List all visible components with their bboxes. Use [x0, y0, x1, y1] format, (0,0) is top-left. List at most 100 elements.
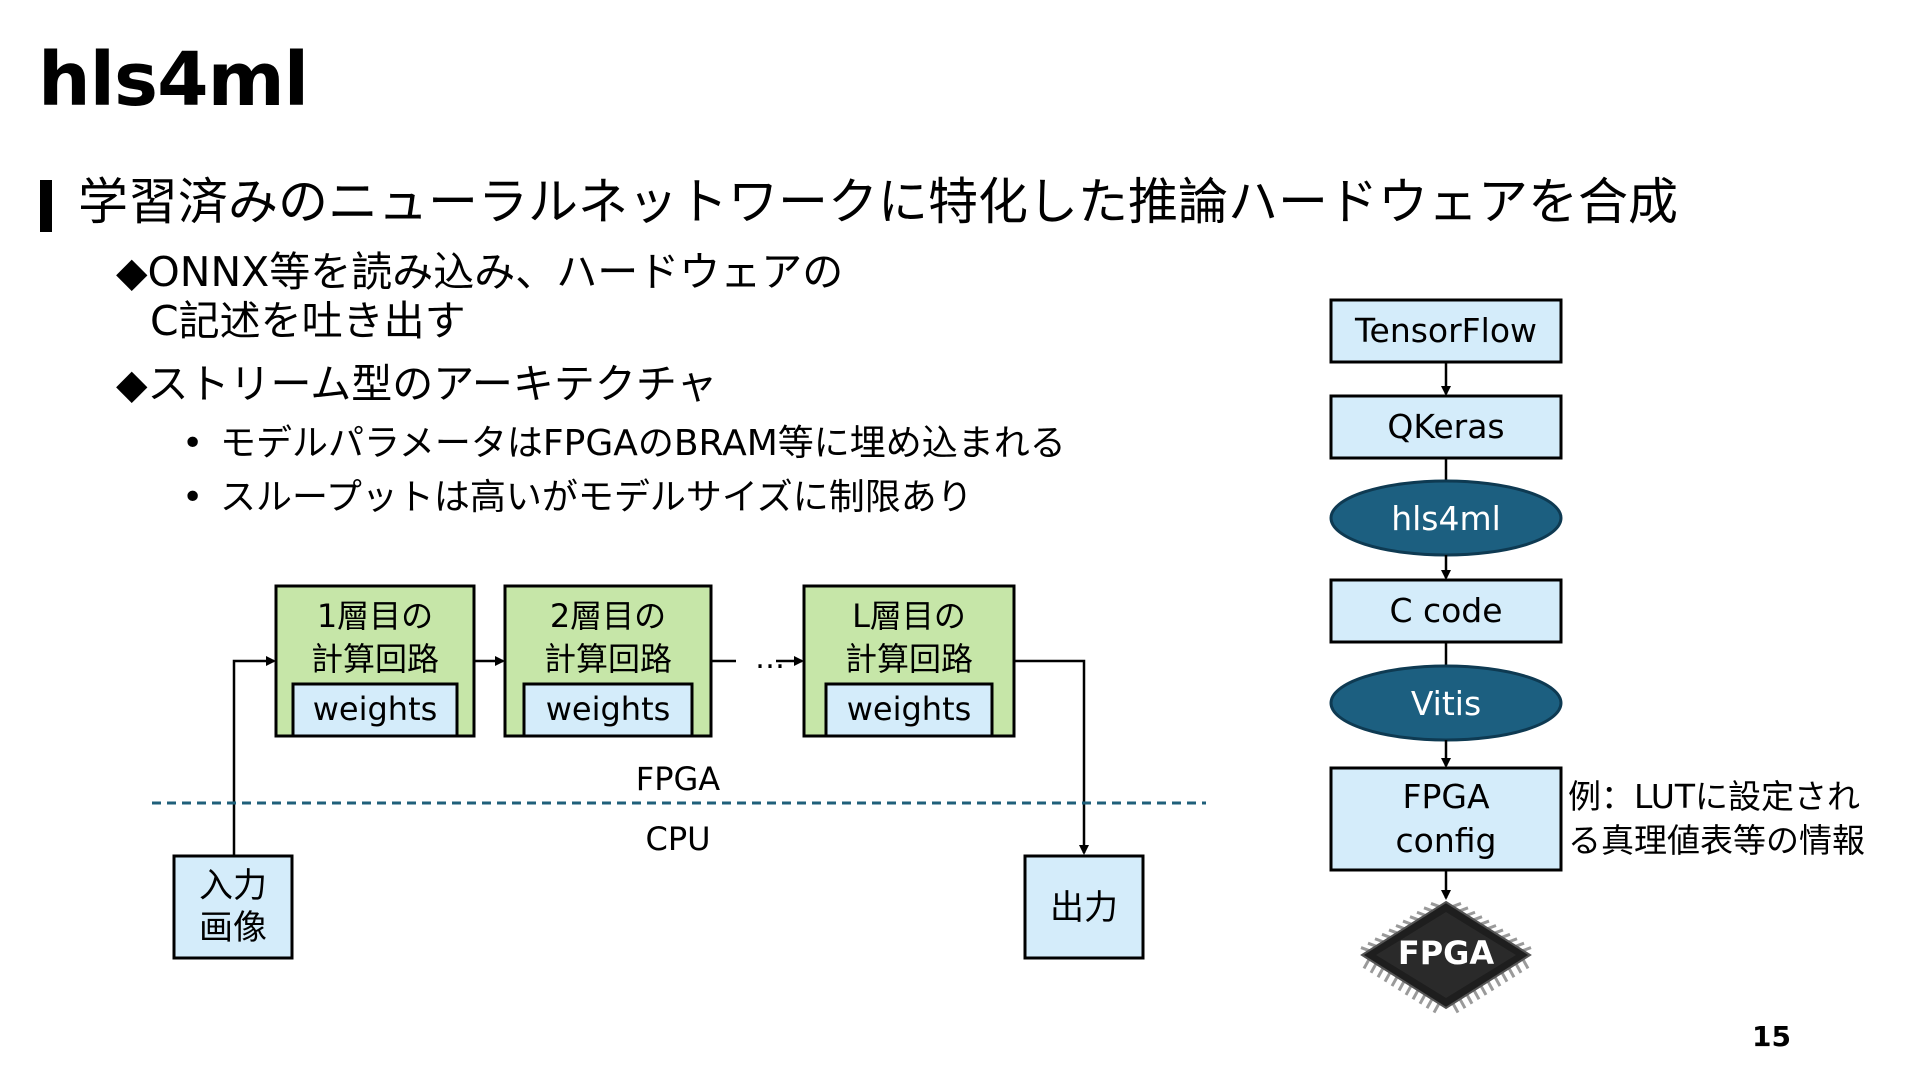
pipeline-diagram: 1層目の 計算回路 weights 2層目の 計算回路 weights L層目の…: [152, 584, 1206, 960]
chip-pin: [1507, 967, 1516, 978]
sub-bullet-bram: • モデルパラメータはFPGAのBRAM等に埋め込まれる: [182, 422, 1066, 465]
chip-pin: [1397, 980, 1406, 992]
chip-pin: [1521, 958, 1530, 970]
page-number: 15: [1752, 1020, 1791, 1053]
chip-pin: [1501, 932, 1511, 939]
input-label-line1: 入力: [199, 866, 267, 906]
chip-pin: [1493, 976, 1502, 987]
chip-pin: [1409, 915, 1419, 922]
ccode-label: C code: [1389, 591, 1502, 630]
config-note-line2: る真理値表等の情報: [1568, 821, 1865, 860]
chip-pin: [1416, 910, 1426, 917]
chip-pin: [1402, 919, 1412, 926]
arrow-input-to-layer1: [232, 656, 276, 855]
chip-pin: [1466, 910, 1476, 917]
chip-pin: [1430, 902, 1440, 908]
cpu-region-label: CPU: [645, 820, 710, 858]
fpga-chip-label: FPGA: [1398, 934, 1495, 972]
bullet-text: ストリーム型のアーキテクチャ: [147, 360, 718, 408]
chip-pin: [1465, 994, 1474, 1005]
chip-pin: [1479, 985, 1488, 996]
toolflow-diagram: TensorFlow QKeras hls4ml C code Vitis FP…: [1329, 298, 1865, 1014]
dot-bullet-icon: •: [182, 477, 204, 518]
chip-pin: [1381, 932, 1391, 939]
slide-title: hls4ml: [38, 37, 309, 123]
layer-l-label-line2: 計算回路: [845, 640, 973, 678]
layer-1-block: 1層目の 計算回路 weights: [274, 584, 476, 738]
layer-2-label-line1: 2層目の: [550, 597, 666, 635]
layer-2-weights-label: weights: [546, 690, 671, 728]
layer-l-block: L層目の 計算回路 weights: [802, 584, 1016, 738]
fpga-region-label: FPGA: [636, 760, 721, 798]
chip-pin: [1494, 928, 1504, 935]
diamond-bullet-icon: ◆: [116, 360, 148, 408]
bullet-onnx: ◆ONNX等を読み込み、ハードウェアの C記述を吐き出す: [116, 248, 843, 346]
chip-pin: [1487, 924, 1497, 930]
chip-pin: [1390, 976, 1399, 987]
vitis-label: Vitis: [1411, 684, 1481, 723]
layer-1-label-line1: 1層目の: [317, 597, 433, 635]
config-note-line1: 例：LUTに設定され: [1568, 777, 1860, 816]
chip-pin: [1514, 963, 1523, 974]
qkeras-label: QKeras: [1387, 407, 1504, 446]
qkeras-box: [1329, 394, 1563, 460]
chip-pin: [1459, 906, 1469, 913]
dot-bullet-icon: •: [182, 423, 204, 464]
chip-pin: [1500, 971, 1509, 983]
chip-pin: [1367, 941, 1377, 948]
output-box: 出力: [1023, 854, 1145, 960]
chip-pin: [1508, 937, 1518, 944]
chip-pin: [1418, 994, 1427, 1005]
chip-pin: [1395, 924, 1405, 930]
slide-heading: 学習済みのニューラルネットワークに特化した推論ハードウェアを合成: [78, 173, 1678, 231]
layer-1-label-line2: 計算回路: [311, 640, 439, 678]
fpga-chip-icon: FPGA: [1360, 900, 1532, 1014]
chip-pin: [1383, 971, 1392, 983]
chip-pin: [1472, 989, 1481, 1001]
layer-2-block: 2層目の 計算回路 weights: [503, 584, 713, 738]
bullet-text-continued: C記述を吐き出す: [150, 297, 466, 346]
sub-bullet-text: モデルパラメータはFPGAのBRAM等に埋め込まれる: [220, 423, 1066, 464]
bullet-text: ONNX等を読み込み、ハードウェアの: [147, 248, 844, 296]
fpga-config-box: [1329, 766, 1563, 872]
bullet-stream: ◆ストリーム型のアーキテクチャ: [116, 360, 717, 409]
arrow-layerL-to-output: [1014, 659, 1089, 855]
hls4ml-label: hls4ml: [1391, 499, 1501, 538]
ellipsis-label: …: [755, 641, 785, 676]
sub-bullet-text: スループットは高いがモデルサイズに制限あり: [220, 477, 973, 518]
heading-bar: [40, 180, 52, 232]
chip-pin: [1480, 919, 1490, 926]
ccode-box: [1329, 578, 1563, 644]
chip-pin: [1473, 915, 1483, 922]
chip-pin: [1388, 928, 1398, 935]
chip-pin: [1452, 902, 1462, 908]
chip-pin: [1486, 980, 1495, 992]
chip-pin: [1374, 937, 1384, 944]
layer-1-weights-box: [291, 682, 459, 738]
chip-pin: [1423, 906, 1433, 913]
chip-pin: [1425, 998, 1434, 1009]
chip-pin: [1411, 989, 1420, 1001]
fpga-config-label-line1: FPGA: [1402, 777, 1489, 816]
layer-l-weights-label: weights: [847, 690, 972, 728]
tensorflow-label: TensorFlow: [1354, 311, 1537, 350]
chip-pin: [1360, 946, 1370, 952]
fpga-config-label-line2: config: [1396, 821, 1497, 860]
input-image-box: 入力 画像: [172, 854, 294, 960]
chip-pin: [1515, 941, 1525, 948]
layer-2-weights-box: [522, 682, 694, 738]
chip-pin: [1432, 1002, 1441, 1014]
input-label-line2: 画像: [199, 908, 267, 948]
layer-l-weights-box: [824, 682, 994, 738]
chip-pin: [1458, 998, 1467, 1009]
layer-l-label-line1: L層目の: [852, 597, 966, 635]
chip-pin: [1362, 958, 1371, 970]
output-label: 出力: [1050, 888, 1118, 928]
sub-bullet-throughput: • スループットは高いがモデルサイズに制限あり: [182, 476, 973, 519]
chip-pin: [1369, 963, 1378, 974]
layer-2-label-line2: 計算回路: [544, 640, 672, 678]
diamond-bullet-icon: ◆: [116, 248, 148, 296]
chip-pin: [1522, 946, 1532, 952]
